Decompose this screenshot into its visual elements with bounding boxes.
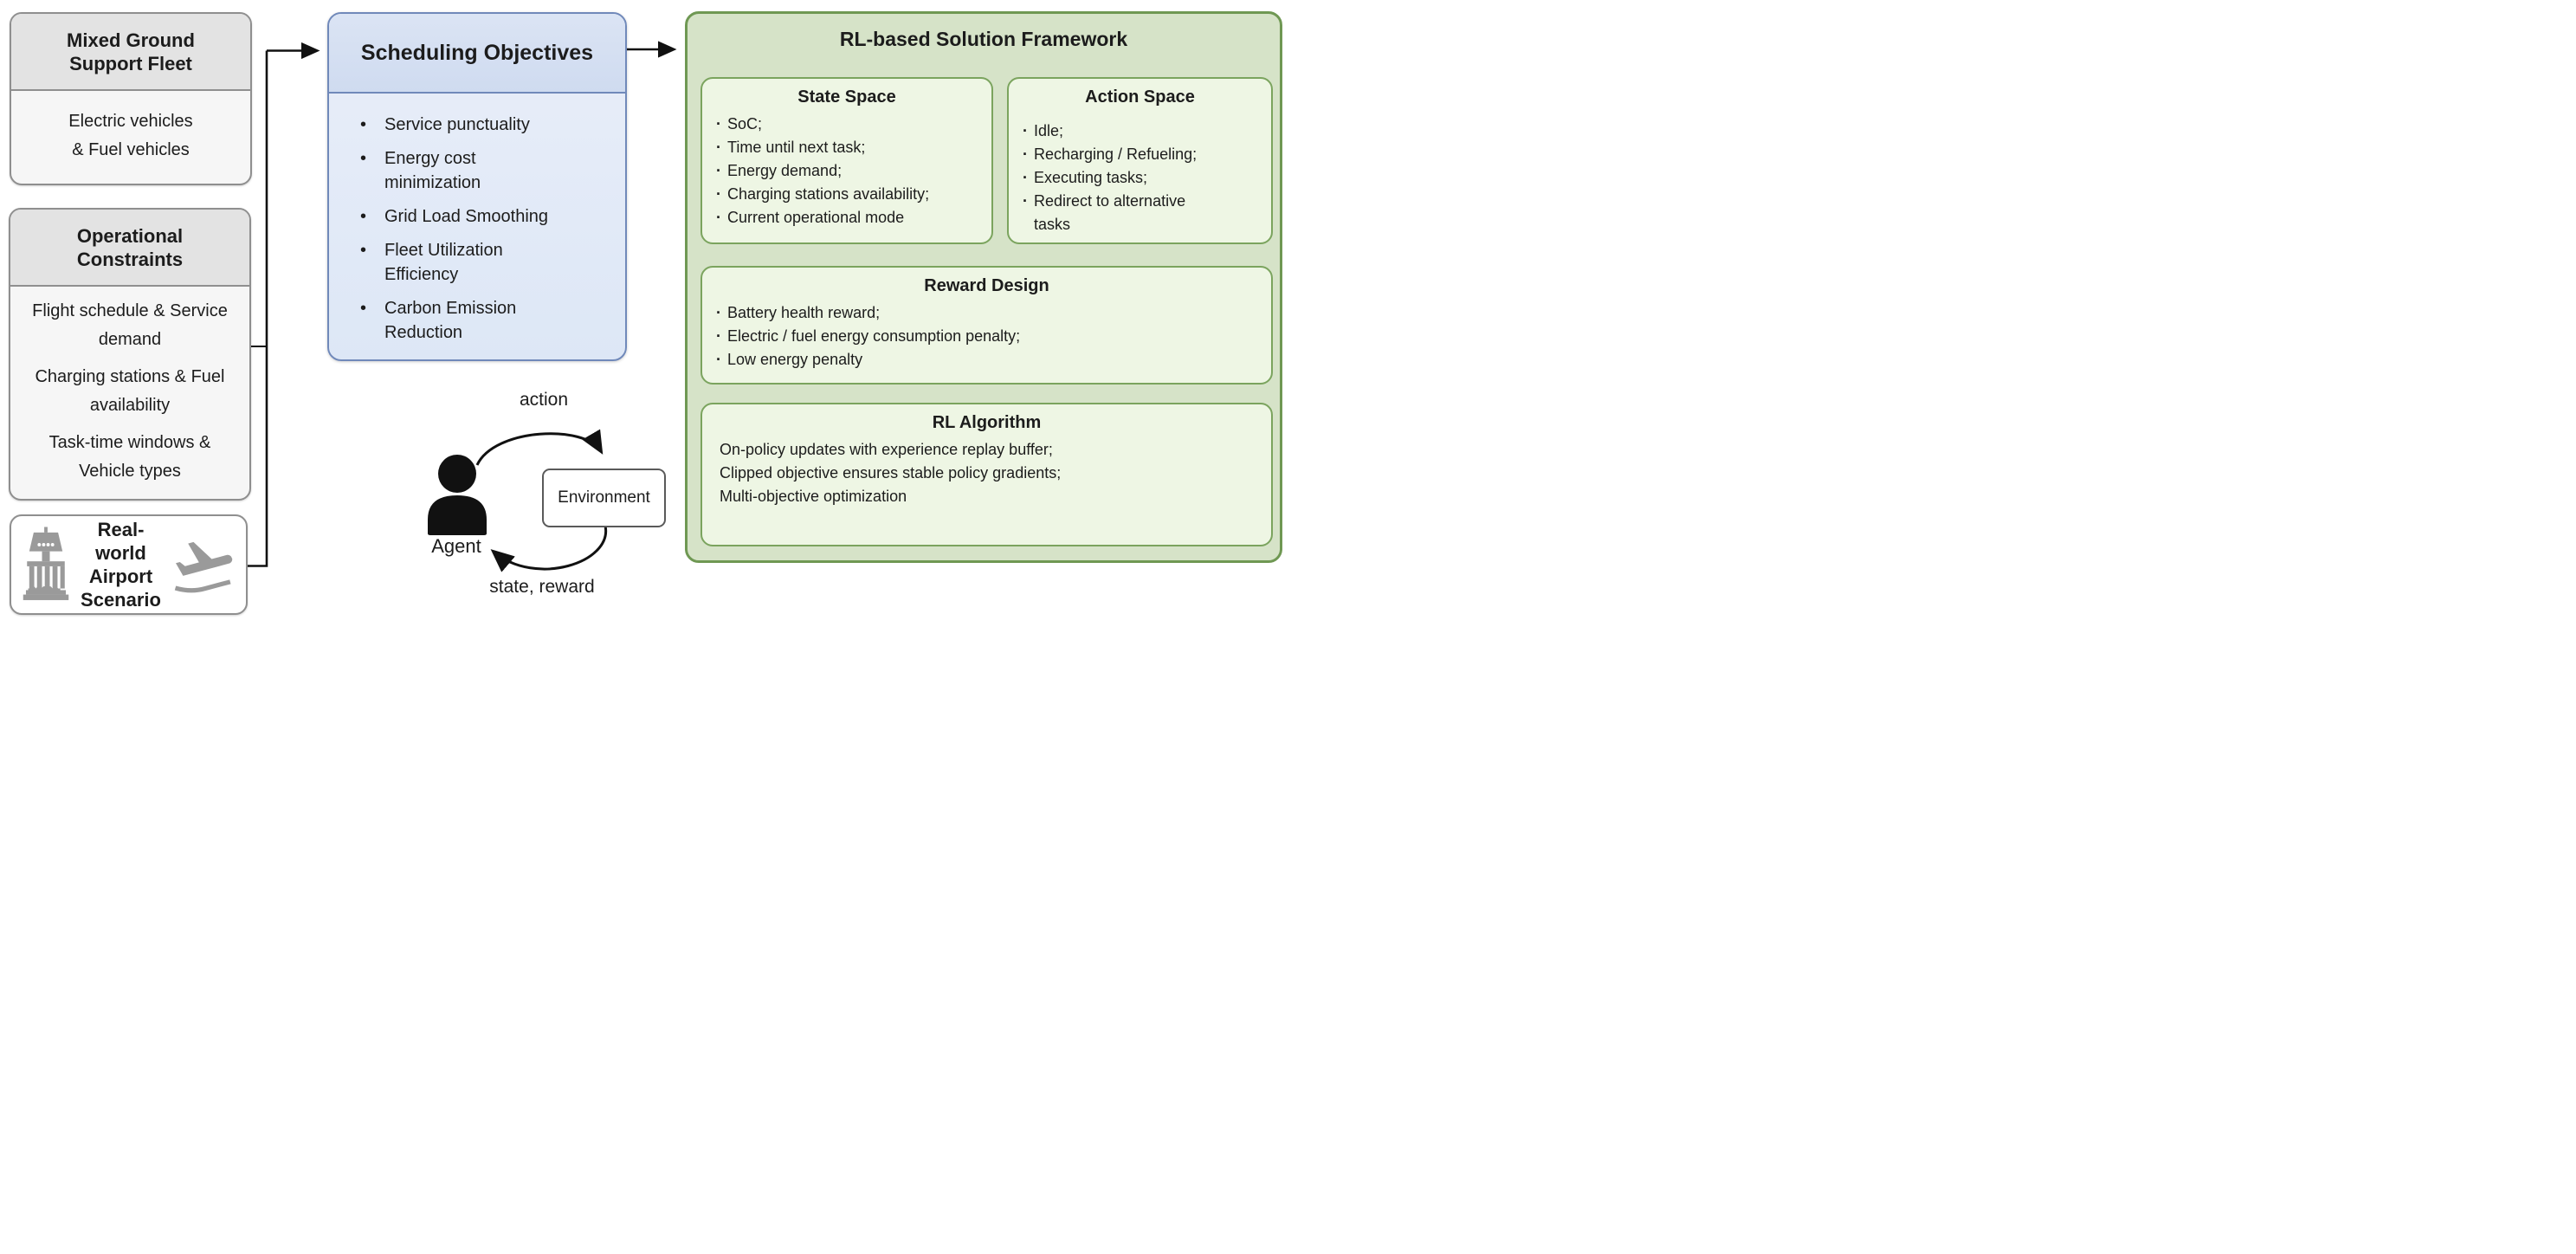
fleet-body-line: & Fuel vehicles	[72, 139, 190, 159]
action-space-title: Action Space	[1085, 87, 1195, 107]
constraints-box-body: Flight schedule & Service demand Chargin…	[10, 287, 249, 495]
objective-item: Fleet Utilization Efficiency	[358, 238, 566, 287]
reward-design-item: Low energy penalty	[714, 348, 1262, 372]
action-space-item: Recharging / Refueling;	[1021, 143, 1226, 166]
objective-item: Grid Load Smoothing	[358, 204, 566, 229]
objective-item: Service punctuality	[358, 113, 566, 137]
fleet-box-header: Mixed Ground Support Fleet	[11, 14, 250, 91]
fleet-box: Mixed Ground Support Fleet Electric vehi…	[10, 12, 252, 185]
state-space-box: State Space SoC; Time until next task; E…	[700, 77, 993, 244]
objective-item: Carbon Emission Reduction	[358, 296, 566, 345]
rl-algorithm-title: RL Algorithm	[932, 413, 1042, 432]
action-space-item: Redirect to alternative tasks	[1021, 190, 1226, 236]
rl-algorithm-box: RL Algorithm On-policy updates with expe…	[700, 403, 1273, 546]
state-space-items: SoC; Time until next task; Energy demand…	[702, 107, 991, 229]
fleet-body-line: Electric vehicles	[68, 111, 193, 131]
constraints-box-header: Operational Constraints	[10, 210, 249, 287]
reward-design-title: Reward Design	[924, 276, 1049, 295]
environment-label: Environment	[558, 488, 650, 507]
reward-design-items: Battery health reward; Electric / fuel e…	[702, 296, 1271, 372]
reward-design-box: Reward Design Battery health reward; Ele…	[700, 266, 1273, 385]
state-space-item: Time until next task;	[714, 136, 983, 159]
action-space-item: Idle;	[1021, 120, 1226, 143]
objectives-box-title: Scheduling Objectives	[360, 40, 594, 65]
state-space-item: Energy demand;	[714, 159, 983, 183]
action-arc	[475, 429, 604, 466]
person-icon	[428, 455, 487, 535]
rl-algorithm-lines: On-policy updates with experience replay…	[702, 433, 1271, 508]
control-tower-icon	[23, 527, 69, 600]
environment-box: Environment	[542, 469, 666, 527]
rl-algorithm-line: On-policy updates with experience replay…	[720, 441, 1053, 458]
scenario-box-title: Real-world Airport Scenario	[74, 518, 168, 611]
objectives-list: Service punctuality Energy cost minimiza…	[329, 94, 625, 345]
state-space-item: SoC;	[714, 113, 983, 136]
state-reward-arc	[490, 525, 608, 572]
constraint-item: Charging stations & Fuel availability	[35, 366, 225, 415]
objectives-box-header: Scheduling Objectives	[329, 14, 625, 94]
framework-title: RL-based Solution Framework	[839, 28, 1128, 50]
state-space-item: Charging stations availability;	[714, 183, 983, 206]
scenario-title-line: Real-world	[95, 519, 146, 564]
action-space-item: Executing tasks;	[1021, 166, 1226, 190]
scenario-title-line: Scenario	[81, 589, 161, 611]
action-space-box: Action Space Idle; Recharging / Refuelin…	[1007, 77, 1273, 244]
rl-algorithm-line: Clipped objective ensures stable policy …	[720, 464, 1062, 482]
objective-item: Energy cost minimization	[358, 146, 566, 195]
constraints-box: Operational Constraints Flight schedule …	[9, 208, 251, 501]
agent-label: Agent	[431, 535, 481, 557]
reward-design-item: Electric / fuel energy consumption penal…	[714, 325, 1262, 348]
airplane-takeoff-icon	[174, 541, 233, 593]
objectives-box: Scheduling Objectives Service punctualit…	[327, 12, 627, 361]
action-space-items: Idle; Recharging / Refueling; Executing …	[1009, 107, 1271, 236]
scenario-box: Real-world Airport Scenario	[10, 514, 248, 615]
framework-panel: RL-based Solution Framework State Space …	[685, 11, 1282, 563]
state-space-item: Current operational mode	[714, 206, 983, 229]
state-space-title: State Space	[797, 87, 896, 107]
reward-design-item: Battery health reward;	[714, 301, 1262, 325]
fleet-box-title: Mixed Ground Support Fleet	[67, 29, 195, 74]
rl-algorithm-line: Multi-objective optimization	[720, 488, 907, 505]
action-label: action	[519, 390, 569, 410]
scenario-title-line: Airport	[88, 566, 153, 587]
state-reward-label: state, reward	[489, 577, 595, 597]
constraints-box-title: Operational Constraints	[76, 224, 184, 270]
fleet-box-body: Electric vehicles & Fuel vehicles	[11, 91, 250, 180]
constraint-item: Flight schedule & Service demand	[32, 301, 228, 349]
constraint-item: Task-time windows & Vehicle types	[48, 432, 211, 481]
